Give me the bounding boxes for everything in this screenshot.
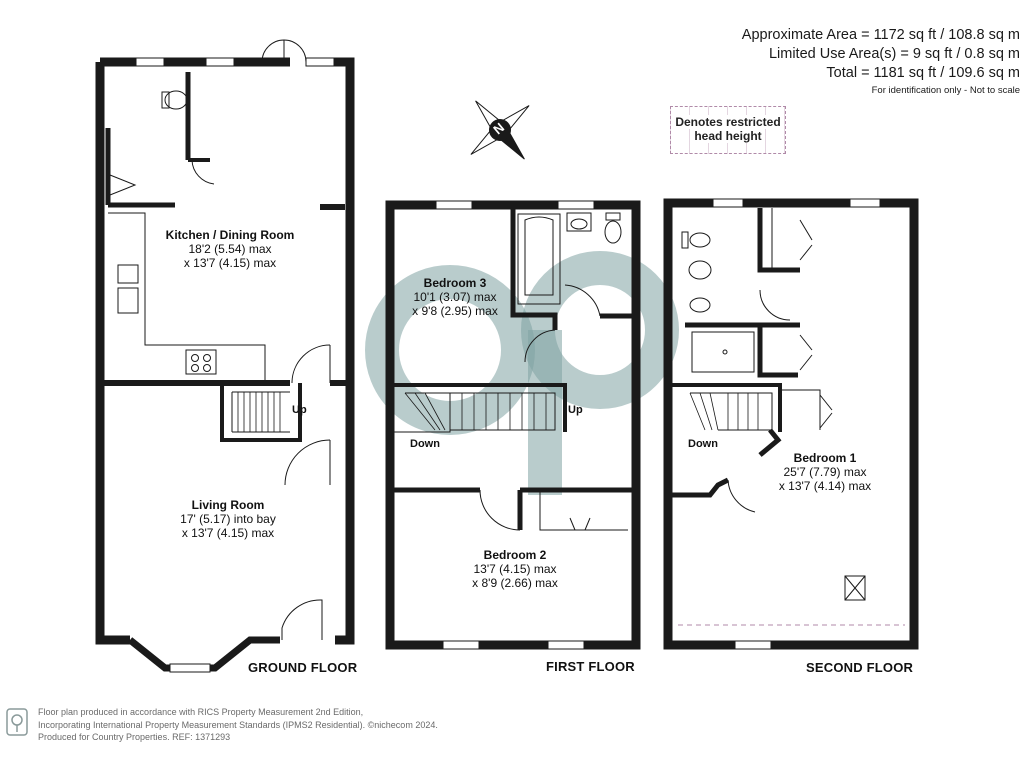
room-name: Bedroom 2 (483, 548, 547, 562)
room-name: Bedroom 3 (423, 276, 487, 290)
total-area: Total = 1181 sq ft / 109.6 sq m (826, 65, 1020, 81)
room-name: Living Room (191, 498, 265, 512)
room-name: Bedroom 1 (793, 451, 857, 465)
area-summary: Approximate Area = 1172 sq ft / 108.8 sq… (742, 26, 1020, 98)
legend-line-1: Denotes restricted (674, 115, 782, 129)
room-bedroom-1: Bedroom 1 25'7 (7.79) max x 13'7 (4.14) … (755, 451, 895, 493)
scale-note: For identification only - Not to scale (871, 85, 1020, 96)
floor-label-first: FIRST FLOOR (546, 659, 635, 674)
room-dim-2: x 13'7 (4.14) max (778, 479, 872, 493)
legend-line-2: head height (693, 129, 763, 143)
ground-floor-walls (95, 39, 355, 673)
limited-use-area: Limited Use Area(s) = 9 sq ft / 0.8 sq m (768, 46, 1020, 62)
room-living: Living Room 17' (5.17) into bay x 13'7 (… (148, 498, 308, 540)
floor-label-second: SECOND FLOOR (806, 660, 914, 675)
room-dim-2: x 13'7 (4.15) max (183, 256, 277, 270)
second-floor-walls (663, 198, 919, 650)
north-compass (470, 100, 530, 160)
room-bedroom-3: Bedroom 3 10'1 (3.07) max x 9'8 (2.95) m… (385, 276, 525, 318)
first-stairs-down-label: Down (410, 438, 440, 450)
first-stairs-up-label: Up (568, 404, 583, 416)
first-floor-walls (385, 200, 641, 650)
room-bedroom-2: Bedroom 2 13'7 (4.15) max x 8'9 (2.66) m… (445, 548, 585, 590)
room-dim-2: x 9'8 (2.95) max (412, 304, 498, 318)
room-dim-1: 25'7 (7.79) max (783, 465, 867, 479)
footer-line-2: Incorporating International Property Mea… (38, 719, 438, 730)
room-dim-1: 10'1 (3.07) max (413, 290, 497, 304)
room-dim-2: x 13'7 (4.15) max (181, 526, 275, 540)
room-kitchen-dining: Kitchen / Dining Room 18'2 (5.54) max x … (150, 228, 310, 270)
room-dim-2: x 8'9 (2.66) max (472, 576, 558, 590)
room-name: Kitchen / Dining Room (165, 228, 295, 242)
room-dim-1: 13'7 (4.15) max (473, 562, 557, 576)
nichecom-logo-icon (6, 708, 28, 736)
footer-line-1: Floor plan produced in accordance with R… (38, 707, 364, 717)
footer-credits: Floor plan produced in accordance with R… (38, 706, 438, 744)
room-dim-1: 18'2 (5.54) max (188, 242, 272, 256)
room-dim-1: 17' (5.17) into bay (180, 512, 276, 526)
floor-label-ground: GROUND FLOOR (248, 660, 358, 675)
footer-line-3: Produced for Country Properties. REF: 13… (38, 732, 231, 742)
second-stairs-down-label: Down (688, 438, 718, 450)
approximate-area: Approximate Area = 1172 sq ft / 108.8 sq… (741, 27, 1020, 43)
ground-stairs-up-label: Up (292, 404, 307, 416)
restricted-head-height-legend: Denotes restricted head height (670, 106, 786, 154)
